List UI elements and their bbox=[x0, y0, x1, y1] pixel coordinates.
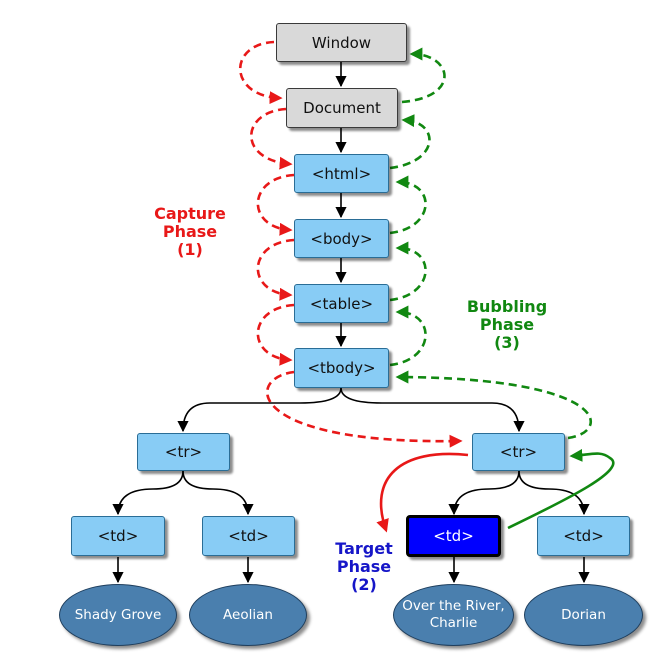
window-node: Window bbox=[276, 23, 407, 62]
edge-trl-td1 bbox=[112, 470, 184, 516]
bubble-arrow-6 bbox=[401, 47, 446, 104]
leaf-dorian: Dorian bbox=[524, 584, 643, 646]
capture-phase-line-2: Phase bbox=[162, 222, 218, 241]
document-node: Document bbox=[286, 88, 398, 128]
td-target-node: <td> bbox=[406, 515, 501, 557]
edge-tbody-tr-right bbox=[340, 387, 525, 433]
capture-phase-label: Capture Phase (1) bbox=[138, 205, 242, 259]
html-node: <html> bbox=[294, 154, 389, 193]
capture-phase-line-3: (1) bbox=[177, 240, 203, 259]
edge-trr-td3 bbox=[448, 470, 520, 516]
bubbling-arrows bbox=[389, 47, 592, 440]
bubble-arrow-2 bbox=[389, 305, 427, 367]
leaf-3-line-1: Over the River, bbox=[402, 598, 505, 614]
table-node: <table> bbox=[294, 284, 389, 323]
capture-arrow-2 bbox=[250, 107, 293, 170]
capture-arrow-6 bbox=[265, 370, 463, 448]
leaf-aeolian: Aeolian bbox=[189, 584, 307, 646]
edge-trl-td2 bbox=[182, 470, 254, 516]
body-node: <body> bbox=[294, 219, 389, 258]
bubble-arrow-1 bbox=[395, 370, 592, 440]
td-node-2: <td> bbox=[202, 516, 295, 556]
target-bubble-arrow bbox=[507, 448, 615, 530]
bubble-arrow-3 bbox=[389, 241, 427, 302]
leaf-3-line-2: Charlie bbox=[429, 615, 478, 631]
target-phase-line-3: (2) bbox=[351, 575, 377, 594]
capture-arrow-5 bbox=[256, 303, 295, 366]
td-node-1: <td> bbox=[71, 516, 165, 556]
tbody-node: <tbody> bbox=[294, 348, 389, 388]
bubbling-phase-line-3: (3) bbox=[494, 333, 520, 352]
bubble-arrow-4 bbox=[389, 175, 427, 235]
target-phase-line-1: Target bbox=[335, 539, 393, 558]
target-phase-label: Target Phase (2) bbox=[318, 540, 410, 594]
leaf-over-the-river-charlie: Over the River, Charlie bbox=[393, 584, 514, 646]
bubbling-phase-label: Bubbling Phase (3) bbox=[449, 298, 565, 352]
bubbling-phase-line-1: Bubbling bbox=[466, 297, 548, 316]
edge-trr-td4 bbox=[518, 470, 590, 516]
target-capture-arrow bbox=[376, 452, 469, 533]
tr-left-node: <tr> bbox=[137, 433, 230, 471]
capture-arrow-4 bbox=[256, 238, 295, 301]
edge-tbody-tr-left bbox=[177, 387, 342, 433]
tree-edges bbox=[112, 62, 590, 584]
leaf-shady-grove: Shady Grove bbox=[59, 584, 177, 646]
tr-right-node: <tr> bbox=[472, 433, 565, 471]
target-phase-line-2: Phase bbox=[336, 557, 392, 576]
td-node-4: <td> bbox=[537, 516, 630, 556]
capture-arrow-1 bbox=[238, 40, 283, 105]
bubble-arrow-5 bbox=[389, 114, 431, 170]
bubbling-phase-line-2: Phase bbox=[479, 315, 535, 334]
capture-phase-line-1: Capture bbox=[154, 204, 226, 223]
capture-arrow-3 bbox=[256, 173, 295, 236]
capture-arrows bbox=[238, 40, 463, 448]
